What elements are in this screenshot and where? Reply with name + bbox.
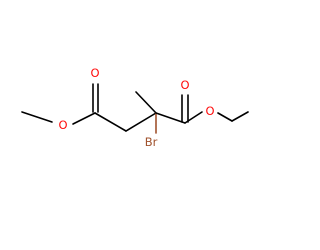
bond-cq-methyl	[135, 91, 157, 114]
bond-c1-ch2	[94, 112, 127, 132]
bond-methyl-o	[21, 111, 53, 123]
bond-c2-o	[184, 111, 203, 124]
bond-o-c1	[72, 112, 96, 125]
structure-diagram: O O O O Br	[21, 66, 249, 149]
bond-cq-c2	[155, 112, 186, 124]
atom-bromine: Br	[145, 135, 158, 149]
bond-o-ch2	[217, 112, 233, 122]
molecule-canvas: O O O O Br	[21, 66, 249, 149]
atom-o-carbonyl-left: O	[90, 66, 99, 80]
atom-o-ester-right: O	[205, 104, 214, 118]
atom-o-ester-left: O	[58, 118, 67, 132]
bond-ch2-ch3	[231, 111, 249, 122]
atom-o-carbonyl-right: O	[180, 78, 189, 92]
bond-ch2-cq	[125, 112, 157, 132]
